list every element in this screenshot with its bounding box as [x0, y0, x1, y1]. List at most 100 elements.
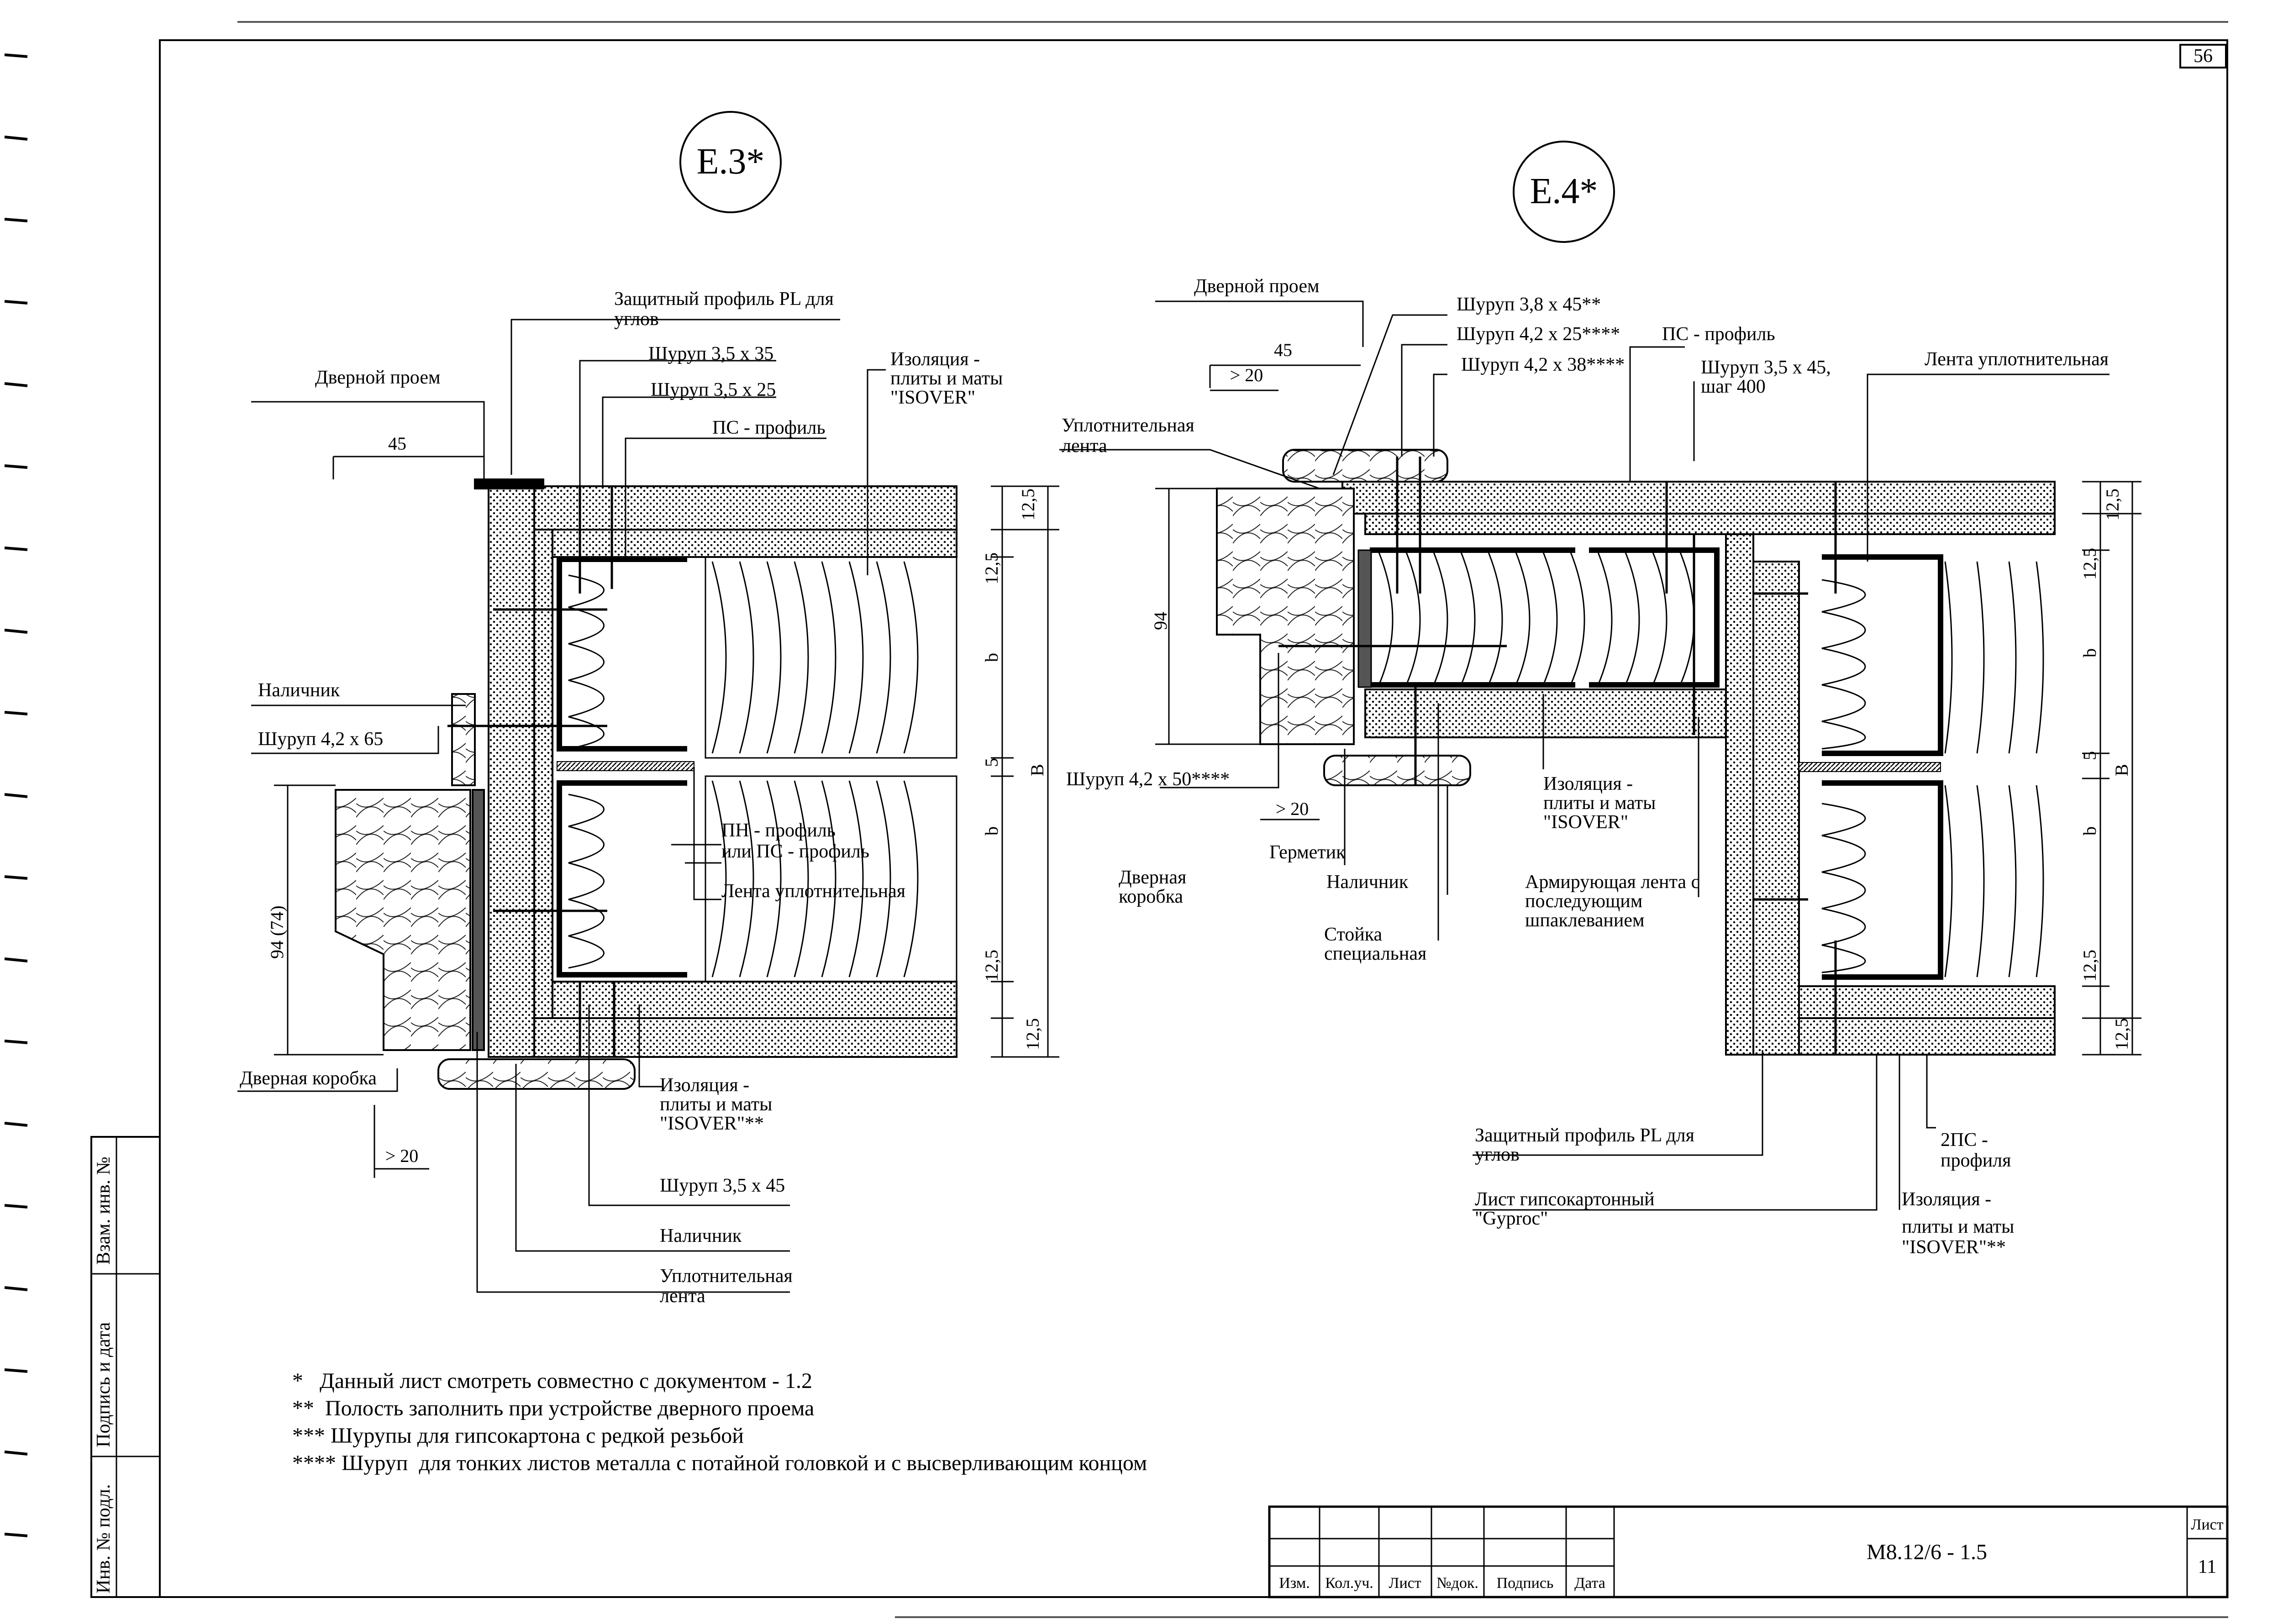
footnote-4: **** Шуруп для тонких листов металла с п…: [292, 1451, 1147, 1475]
title-block: Изм. Кол.уч. Лист №док. Подпись Дата М8.…: [1268, 1505, 2229, 1598]
svg-text:"ISOVER"**: "ISOVER"**: [660, 1113, 764, 1134]
e4-sealing-strip: [1799, 762, 1941, 772]
e3-dimension-text: 45 12,5 12,5 b 5 b 12,5 12,5 B 94 (74) >…: [267, 433, 1047, 1166]
svg-text:B: B: [1027, 764, 1047, 776]
svg-text:Шуруп 4,2 х 65: Шуруп 4,2 х 65: [258, 729, 383, 750]
svg-text:последующим: последующим: [1525, 891, 1642, 912]
svg-text:Шуруп 4,2 х 38****: Шуруп 4,2 х 38****: [1461, 354, 1625, 375]
side-stamp-signature: Подпись и дата: [93, 1322, 114, 1447]
svg-text:Шуруп 3,5 х 25: Шуруп 3,5 х 25: [651, 379, 776, 400]
side-stamp-replacement: Взам. инв. №: [93, 1156, 114, 1265]
svg-text:> 20: > 20: [1276, 799, 1309, 819]
title-col-ndok: №док.: [1436, 1575, 1478, 1592]
svg-text:Уплотнительная: Уплотнительная: [660, 1266, 793, 1287]
svg-text:5: 5: [981, 758, 1002, 767]
svg-text:Дверной проем: Дверной проем: [315, 367, 441, 388]
svg-text:b: b: [981, 653, 1002, 662]
svg-text:Лента уплотнительная: Лента уплотнительная: [721, 881, 905, 902]
svg-text:ПС - профиль: ПС - профиль: [712, 417, 826, 438]
svg-text:2ПС -: 2ПС -: [1941, 1130, 1988, 1151]
sheet-value: 11: [2198, 1556, 2216, 1577]
svg-text:коробка: коробка: [1119, 886, 1183, 907]
svg-text:Защитный профиль PL для: Защитный профиль PL для: [614, 289, 834, 310]
svg-text:"Gyproc": "Gyproc": [1475, 1208, 1548, 1229]
svg-text:специальная: специальная: [1324, 943, 1426, 964]
svg-text:12,5: 12,5: [2079, 950, 2100, 982]
svg-text:Шуруп 3,5 х 45: Шуруп 3,5 х 45: [660, 1175, 785, 1196]
svg-text:45: 45: [388, 433, 406, 454]
svg-text:профиля: профиля: [1941, 1150, 2011, 1171]
svg-text:Дверной проем: Дверной проем: [1194, 276, 1320, 297]
svg-text:94 (74): 94 (74): [267, 905, 287, 959]
e3-labels: Защитный профиль PL для углов Шуруп 3,5 …: [240, 289, 1003, 1307]
svg-text:Дверная: Дверная: [1119, 867, 1186, 888]
svg-text:лента: лента: [660, 1286, 705, 1307]
svg-text:Герметик: Герметик: [1269, 842, 1346, 863]
e4-steel-profiles: [1370, 547, 1943, 980]
svg-text:Защитный профиль PL для: Защитный профиль PL для: [1475, 1125, 1694, 1146]
svg-text:Лента уплотнительная: Лента уплотнительная: [1925, 349, 2109, 370]
footnote-1: * Данный лист смотреть совместно с докум…: [292, 1369, 812, 1393]
sheet-frame: [159, 21, 2228, 1618]
svg-text:Стойка: Стойка: [1324, 924, 1383, 945]
svg-text:углов: углов: [1475, 1144, 1520, 1165]
e4-screws: [1278, 457, 1837, 1055]
e4-special-stud: [1357, 549, 1372, 688]
svg-text:5: 5: [2079, 751, 2100, 760]
svg-text:12,5: 12,5: [2079, 548, 2100, 580]
svg-text:Шуруп 4,2 х 50****: Шуруп 4,2 х 50****: [1066, 769, 1230, 790]
svg-text:Дверная коробка: Дверная коробка: [240, 1068, 377, 1089]
e4-labels: Дверной проем Шуруп 3,8 х 45** Шуруп 4,2…: [1062, 276, 2109, 1258]
detail-e4-title: Е.4*: [1513, 141, 1615, 243]
svg-text:Армирующая лента с: Армирующая лента с: [1525, 872, 1699, 893]
svg-text:шаг 400: шаг 400: [1701, 376, 1766, 397]
svg-text:Шуруп 3,5 х 45,: Шуруп 3,5 х 45,: [1701, 357, 1831, 378]
svg-text:12,5: 12,5: [981, 950, 1002, 982]
svg-text:углов: углов: [614, 309, 659, 330]
svg-text:12,5: 12,5: [2102, 489, 2123, 520]
e4-leaders: [1059, 300, 2109, 1211]
e3-gypsum-boards: [488, 485, 957, 1058]
svg-text:плиты и маты: плиты и маты: [1543, 793, 1656, 814]
svg-text:45: 45: [1274, 340, 1292, 360]
e3-dimension-lines: [274, 456, 1059, 1178]
svg-text:12,5: 12,5: [2111, 1018, 2132, 1050]
e3-steel-profiles: [557, 557, 687, 978]
footnote-2: ** Полость заполнить при устройстве двер…: [292, 1396, 814, 1420]
svg-text:или ПС - профиль: или ПС - профиль: [721, 841, 869, 862]
svg-text:> 20: > 20: [385, 1146, 419, 1166]
e4-insulation: [1378, 552, 2044, 978]
svg-text:B: B: [2111, 764, 2132, 776]
svg-text:Е.3*: Е.3*: [697, 142, 765, 182]
svg-text:Наличник: Наличник: [660, 1225, 742, 1246]
e4-dimension-lines: [1155, 364, 2141, 1056]
svg-text:плиты и маты: плиты и маты: [1902, 1216, 2014, 1237]
svg-text:Шуруп 3,5 х 35: Шуруп 3,5 х 35: [648, 343, 773, 364]
svg-text:b: b: [981, 826, 1002, 836]
e3-insulation: [566, 556, 957, 983]
svg-text:плиты и маты: плиты и маты: [890, 368, 1003, 389]
sheet-number: 56: [2194, 46, 2213, 67]
svg-text:12,5: 12,5: [981, 552, 1002, 584]
e4-door-frame: [1216, 449, 1471, 786]
e3-door-frame: [335, 478, 636, 1090]
svg-text:ПС - профиль: ПС - профиль: [1662, 324, 1775, 345]
e3-sealing-strip: [557, 761, 694, 771]
svg-text:"ISOVER": "ISOVER": [1543, 812, 1628, 833]
e3-screws: [447, 486, 615, 1057]
svg-text:Наличник: Наличник: [258, 680, 340, 701]
svg-text:12,5: 12,5: [1018, 489, 1038, 520]
side-stamp-inventory: Инв. № подл.: [93, 1484, 114, 1593]
binding-marks: [4, 53, 28, 1537]
footnote-3: *** Шурупы для гипсокартона с редкой рез…: [292, 1424, 744, 1448]
e4-dimension-text: 45 > 20 94 > 20 12,5 12,5 b 5 b 12,5 12,…: [1150, 340, 2132, 1050]
title-col-kol: Кол.уч.: [1325, 1575, 1373, 1592]
svg-text:b: b: [2079, 826, 2100, 836]
footnotes: * Данный лист смотреть совместно с докум…: [292, 1369, 1147, 1475]
svg-text:> 20: > 20: [1230, 365, 1263, 385]
svg-text:Лист гипсокартонный: Лист гипсокартонный: [1475, 1189, 1655, 1210]
detail-e3: Е.3*: [237, 111, 1059, 1307]
svg-text:Е.4*: Е.4*: [1530, 171, 1598, 211]
svg-text:Шуруп 4,2 х 25****: Шуруп 4,2 х 25****: [1457, 324, 1620, 345]
